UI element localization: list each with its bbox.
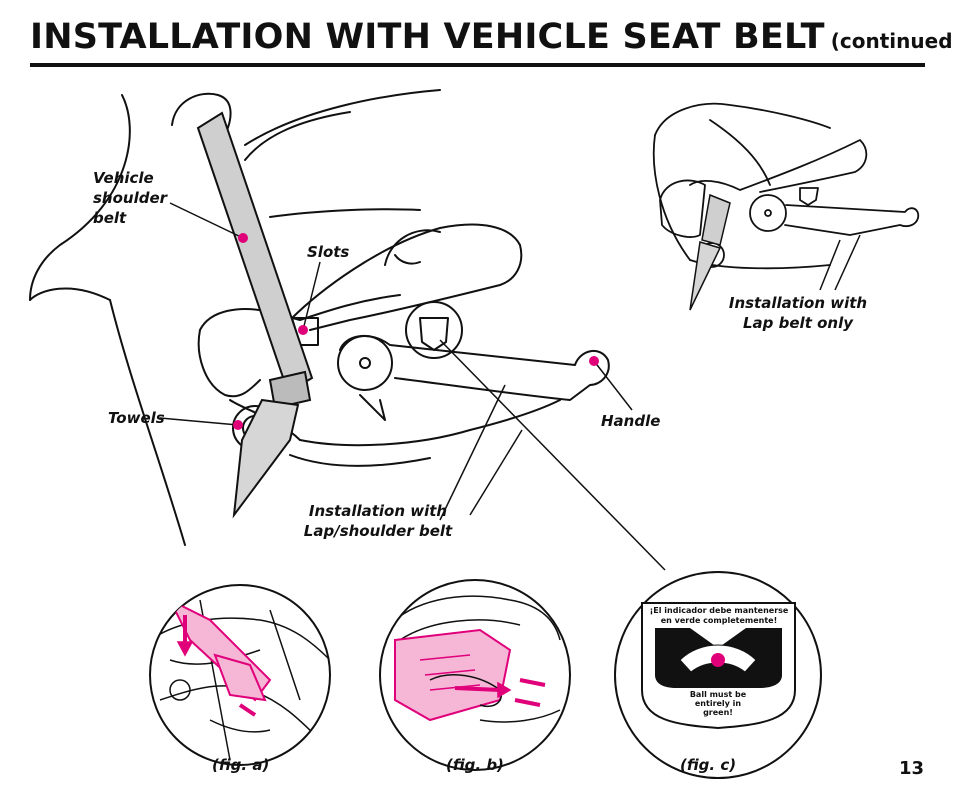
label-vehicle-shoulder-belt: Vehicle shoulder belt	[93, 168, 167, 228]
indicator-top-text: ¡El indicador debe mantenerse en verde c…	[643, 606, 795, 626]
label-vehicle-shoulder-belt-line3: belt	[93, 209, 127, 227]
label-slots: Slots	[307, 243, 350, 261]
page-title-main: INSTALLATION WITH VEHICLE SEAT BELT	[30, 17, 825, 57]
indicator-bottom-line2: entirely in	[694, 699, 742, 708]
page-title: INSTALLATION WITH VEHICLE SEAT BELT(cont…	[30, 20, 954, 55]
page-title-continued: (continued)	[830, 29, 954, 53]
title-rule	[30, 63, 925, 67]
lap-belt-strap	[689, 193, 731, 311]
caption-fig-b: (fig. b)	[446, 756, 504, 774]
label-handle: Handle	[601, 412, 661, 430]
label-installation-lap-only: Installation with Lap belt only	[718, 293, 878, 333]
indicator-bottom-text: Ball must be entirely in green!	[668, 690, 768, 717]
label-installation-lap-only-line2: Lap belt only	[743, 314, 853, 332]
fig-b-illustration	[379, 579, 571, 771]
label-installation-lap-shoulder: Installation with Lap/shoulder belt	[298, 501, 458, 541]
caption-fig-a: (fig. a)	[212, 756, 270, 774]
caption-fig-c: (fig. c)	[680, 756, 737, 774]
indicator-top-line2: en verde completemente!	[660, 616, 778, 625]
lap-belt-illustration	[652, 102, 920, 270]
label-installation-lap-only-line1: Installation with	[728, 294, 868, 312]
shoulder-belt-graphic	[196, 111, 314, 519]
fig-c-indicator	[614, 571, 822, 779]
callout-dots	[233, 233, 599, 430]
indicator-bottom-line3: green!	[703, 708, 733, 717]
indicator-top-line1: ¡El indicador debe mantenerse	[649, 606, 789, 615]
indicator-bottom-line1: Ball must be	[689, 690, 747, 699]
label-installation-lap-shoulder-line1: Installation with	[308, 502, 448, 520]
label-vehicle-shoulder-belt-line2: shoulder	[93, 189, 168, 207]
page-number: 13	[898, 758, 924, 779]
main-carseat-illustration	[29, 89, 610, 546]
label-installation-lap-shoulder-line2: Lap/shoulder belt	[303, 522, 453, 540]
fig-a-illustration	[149, 584, 331, 766]
label-vehicle-shoulder-belt-line1: Vehicle	[93, 169, 154, 187]
label-towels: Towels	[108, 409, 165, 427]
